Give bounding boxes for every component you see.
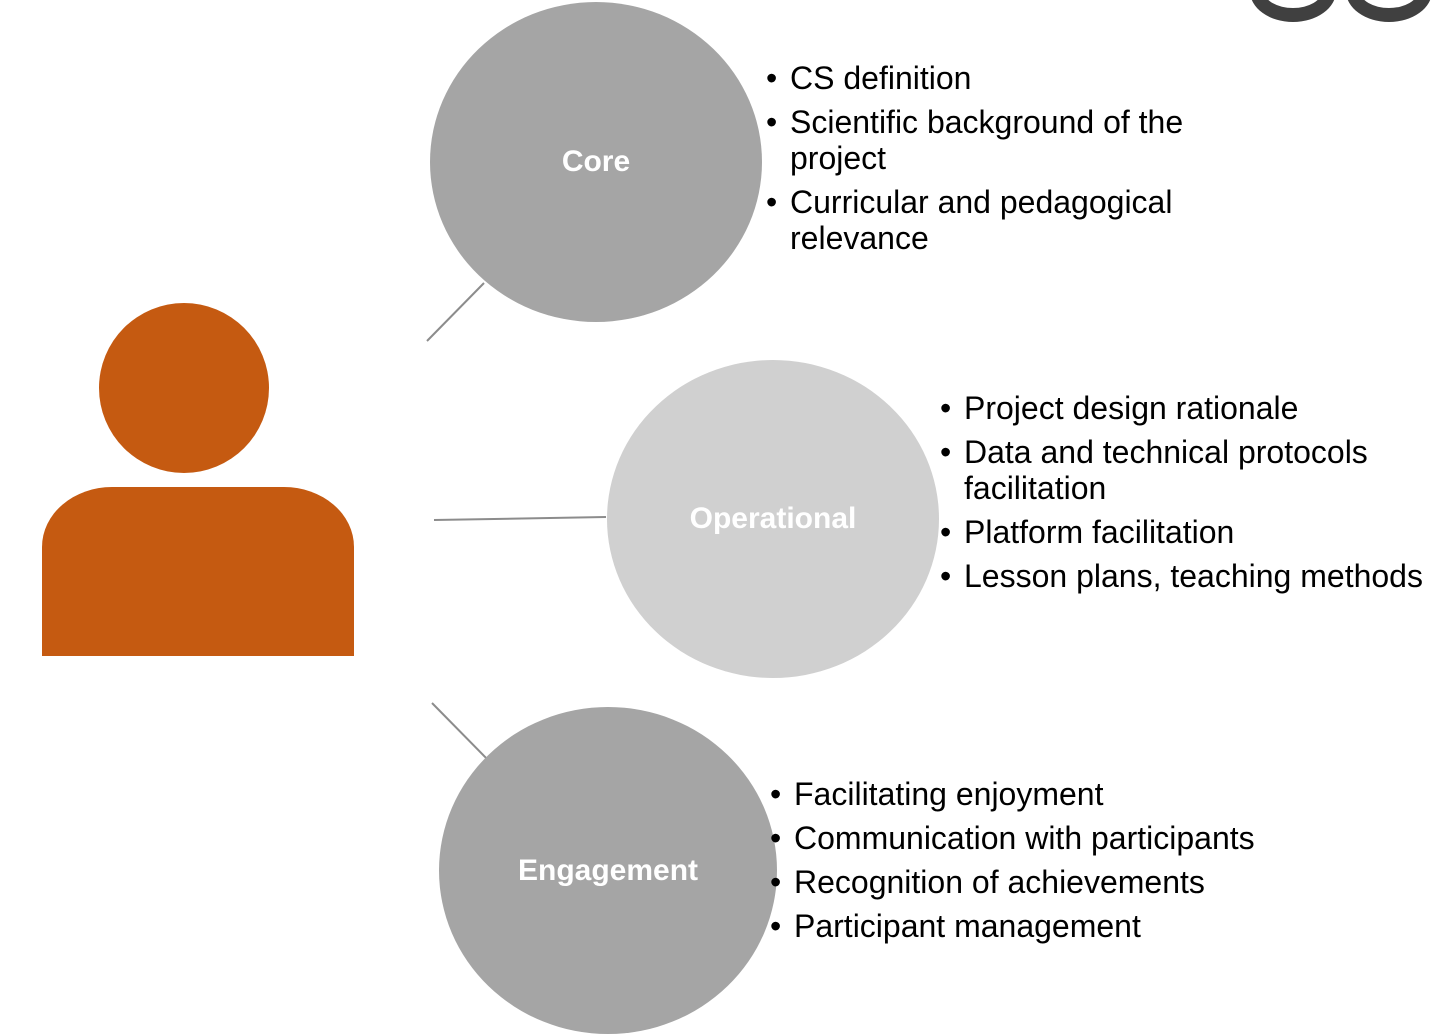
operational-label: Operational (689, 502, 857, 535)
connector-core (426, 282, 485, 342)
engagement-bullet-item: Communication with participants (768, 820, 1288, 856)
connector-operational (433, 516, 607, 521)
engagement-bullet-list: Facilitating enjoyment Communication wit… (768, 776, 1288, 952)
core-circle: Core (430, 2, 762, 322)
core-label: Core (561, 145, 631, 178)
person-body-shape (42, 487, 354, 656)
engagement-bullet-item: Recognition of achievements (768, 864, 1288, 900)
core-bullet-item: Curricular and pedagogical relevance (764, 184, 1264, 256)
connector-engagement (431, 702, 494, 766)
engagement-bullet-item: Participant management (768, 908, 1288, 944)
core-bullet-list: CS definition Scientific background of t… (764, 60, 1264, 264)
engagement-circle: Engagement (439, 707, 777, 1034)
operational-bullet-item: Platform facilitation (938, 514, 1438, 550)
operational-circle: Operational (607, 360, 939, 678)
operational-bullet-list: Project design rationale Data and techni… (938, 390, 1438, 602)
operational-bullet-item: Data and technical protocols facilitatio… (938, 434, 1438, 506)
engagement-bullet-item: Facilitating enjoyment (768, 776, 1288, 812)
operational-bullet-item: Project design rationale (938, 390, 1438, 426)
core-bullet-item: CS definition (764, 60, 1264, 96)
person-head-shape (99, 303, 269, 473)
operational-bullet-item: Lesson plans, teaching methods (938, 558, 1438, 594)
engagement-label: Engagement (517, 853, 699, 887)
core-bullet-item: Scientific background of the project (764, 104, 1264, 176)
